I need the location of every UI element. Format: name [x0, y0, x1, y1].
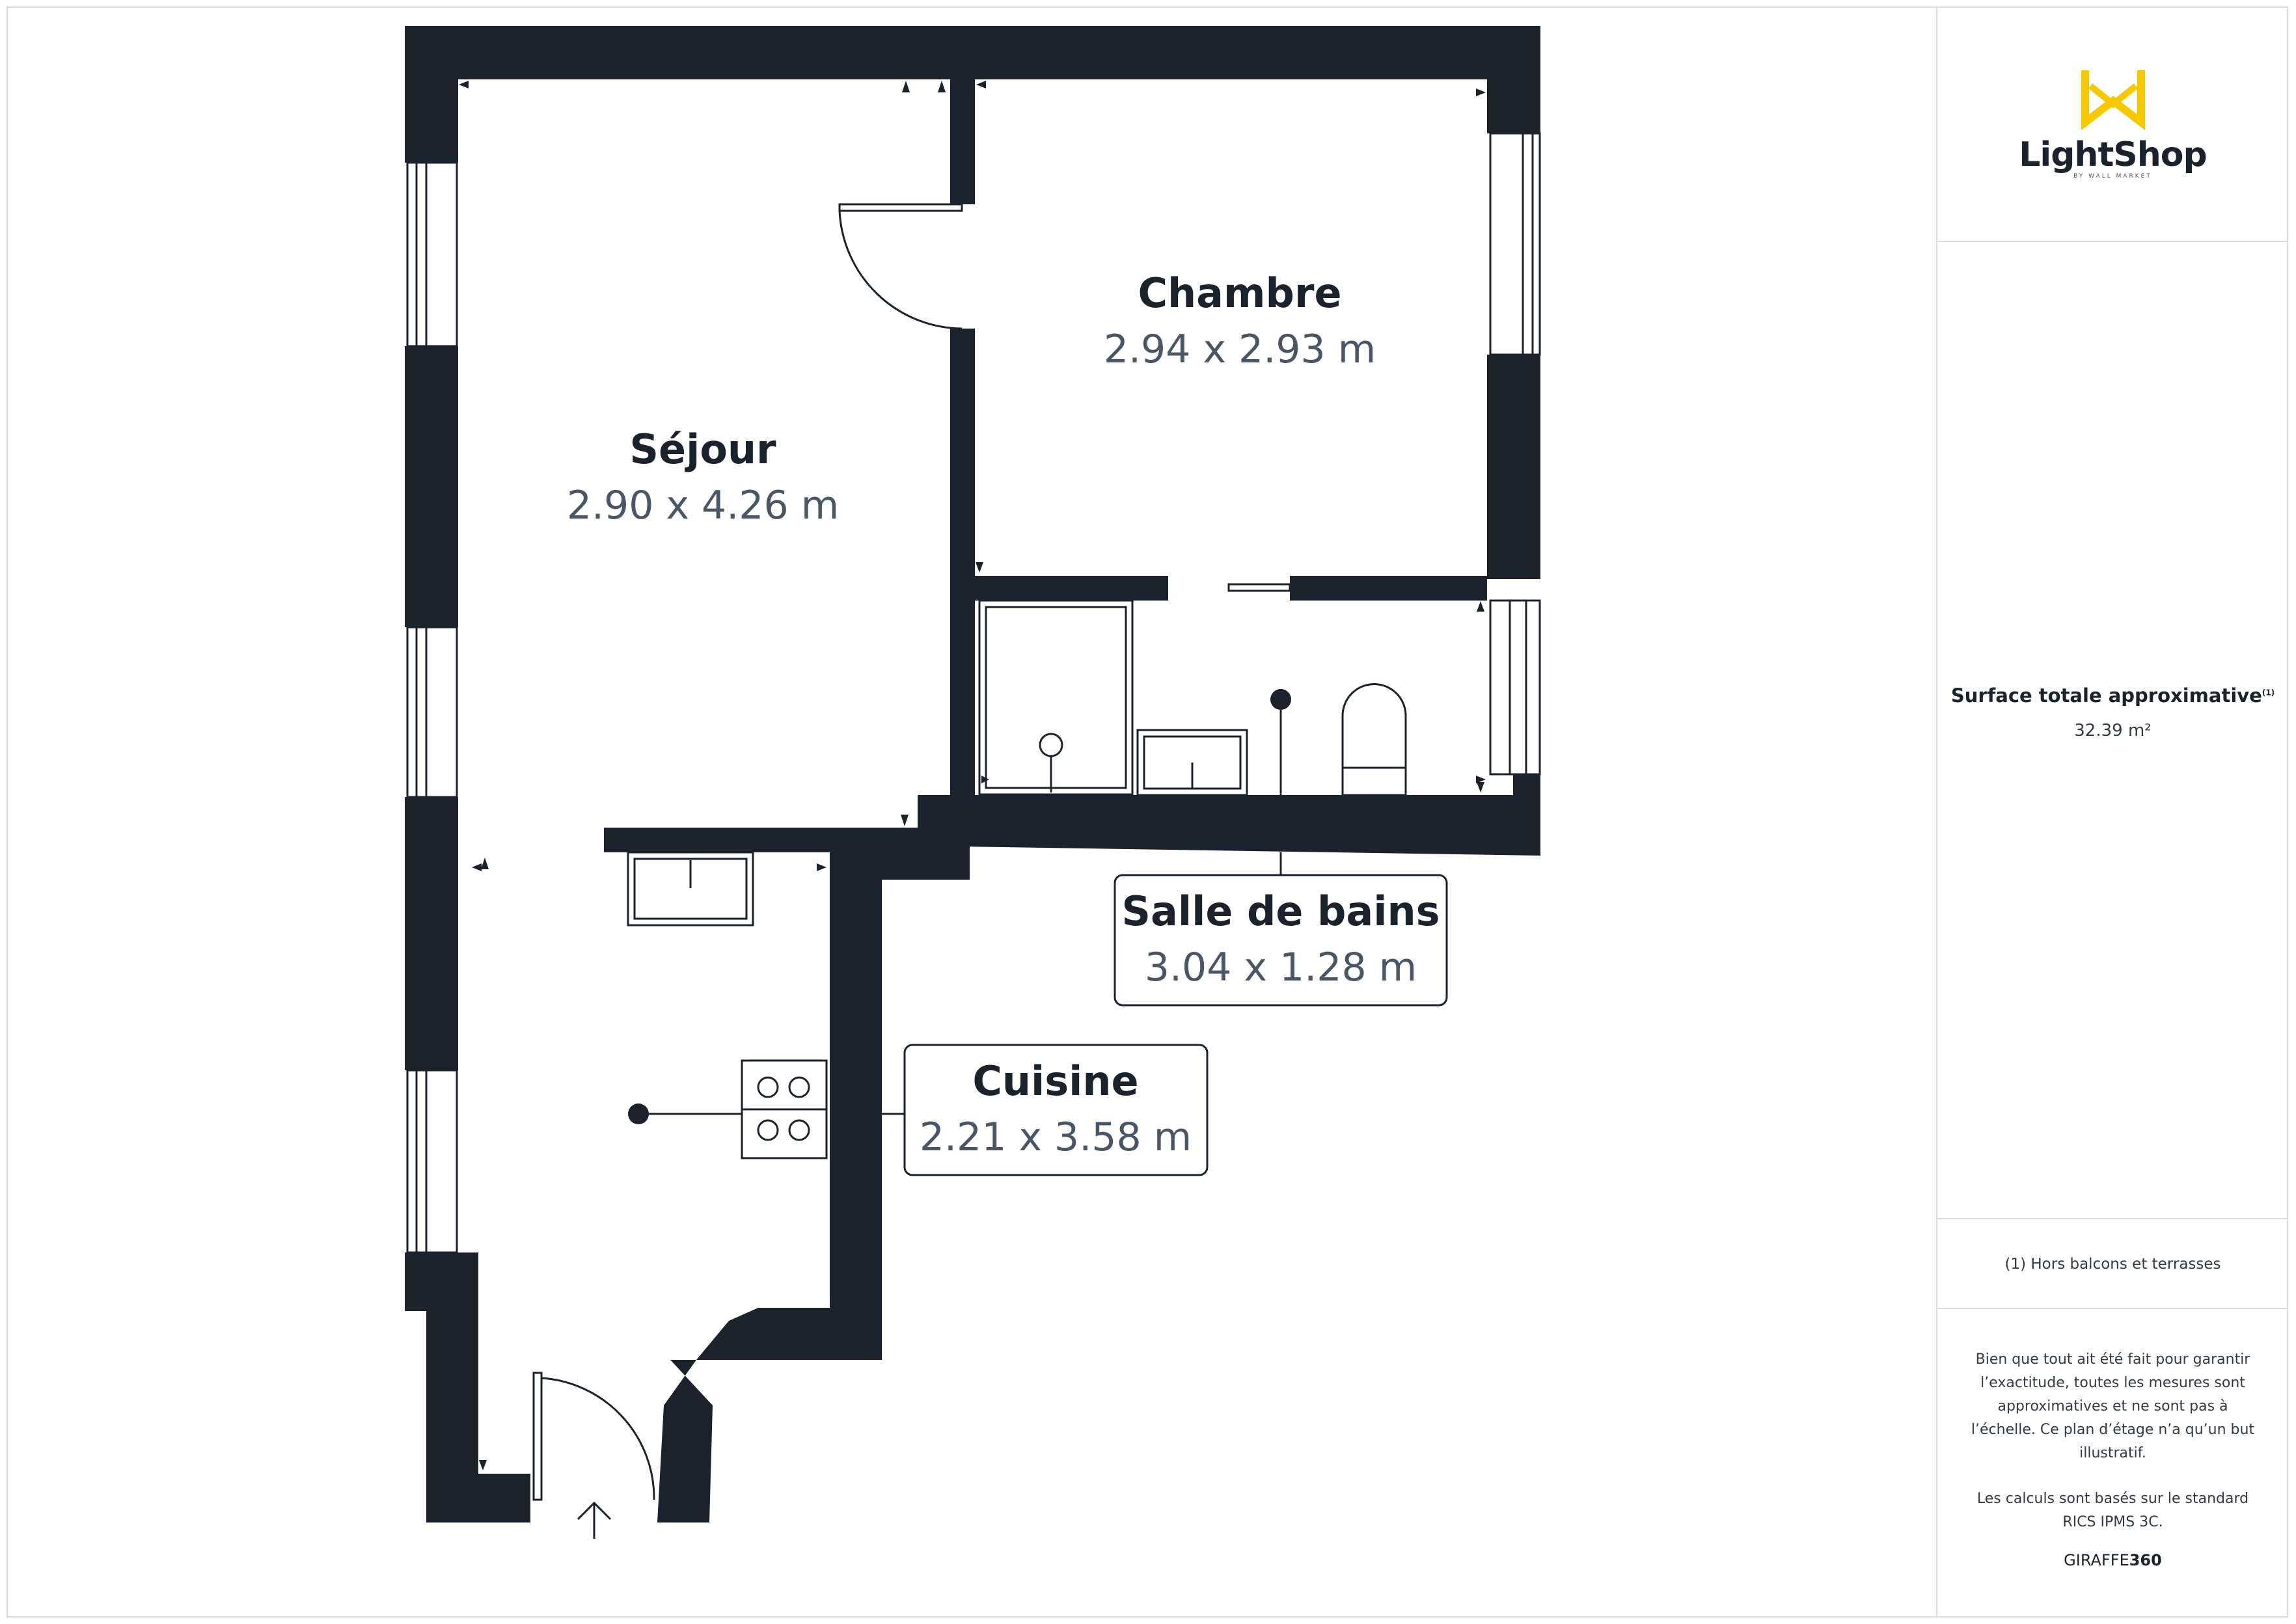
disclaimer-paragraph: Bien que tout ait été fait pour garantir… [1971, 1351, 2255, 1461]
logo-tagline: BY WALL MARKET [2073, 173, 2152, 180]
surface-summary: Surface totale approximative(1) 32.39 m² [1937, 684, 2288, 740]
divider [1937, 1308, 2288, 1309]
surface-title: Surface totale approximative(1) [1950, 684, 2275, 707]
windows [406, 132, 1541, 1254]
room-dims-salle-de-bains: 3.04 x 1.28 m [1145, 945, 1417, 990]
room-name-chambre: Chambre [1138, 269, 1341, 317]
room-dims-cuisine: 2.21 x 3.58 m [920, 1115, 1192, 1160]
brand-logo: LightShop BY WALL MARKET [1937, 65, 2288, 180]
divider [1937, 241, 2288, 242]
footnote: (1) Hors balcons et terrasses [2004, 1256, 2221, 1273]
logo-wordmark: LightShop [2019, 135, 2207, 174]
entrance-arrow-icon [577, 1501, 612, 1539]
walls [405, 26, 1540, 1522]
page-frame [7, 7, 2288, 1617]
room-dims-chambre: 2.94 x 2.93 m [1104, 327, 1376, 372]
room-dims-sejour: 2.90 x 4.26 m [567, 483, 839, 528]
room-label-box-cuisine [903, 1044, 1209, 1176]
surface-note-mark: (1) [2262, 688, 2275, 697]
surface-value: 32.39 m² [2074, 721, 2152, 740]
lightshop-logo-icon [2081, 70, 2145, 131]
fixtures [627, 599, 1407, 1159]
room-name-salle-de-bains: Salle de bains [1121, 887, 1440, 935]
doors [532, 203, 1291, 1501]
room-name-sejour: Séjour [629, 426, 776, 473]
leader-lines [628, 689, 1291, 1124]
floor-plan: Séjour 2.90 x 4.26 m Chambre 2.94 x 2.93… [405, 26, 1541, 1539]
room-labels: Séjour 2.90 x 4.26 m Chambre 2.94 x 2.93… [567, 269, 1448, 1176]
info-sidebar: LightShop BY WALL MARKET Surface totale … [1936, 7, 2288, 1617]
divider [1937, 1218, 2288, 1219]
disclaimer: Bien que tout ait été fait pour garantir… [1970, 1348, 2256, 1556]
disclaimer-paragraph: Les calculs sont basés sur le standard R… [1976, 1491, 2249, 1530]
giraffe360-credit: GIRAFFE360 [2064, 1551, 2162, 1569]
dimension-ticks [459, 81, 1486, 1470]
room-name-cuisine: Cuisine [972, 1057, 1138, 1105]
room-label-box-salle-de-bains [1114, 874, 1448, 1007]
